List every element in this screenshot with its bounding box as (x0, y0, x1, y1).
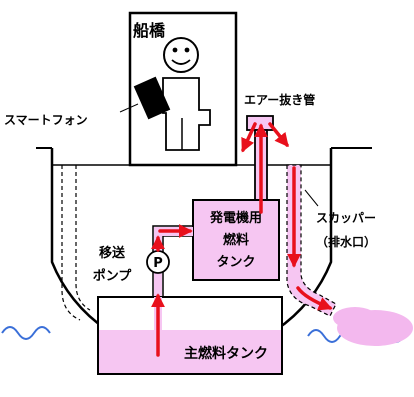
main-fuel-tank-fill (99, 330, 281, 373)
smartphone-icon (133, 76, 171, 120)
scupper-label-1: スカッパー (316, 211, 376, 225)
transfer-pump-label-1: 移送 (99, 245, 126, 261)
pump-symbol: P (153, 256, 163, 271)
smiley-person-icon (162, 37, 211, 151)
air-vent-label: エアー抜き管 (244, 92, 315, 107)
right-scupper-pipe (286, 164, 337, 317)
flow-vent-right (268, 122, 289, 148)
main-tank-label: 主燃料タンク (184, 345, 268, 362)
spilled-fuel-2 (333, 307, 377, 329)
bridge-label: 船橋 (133, 21, 166, 40)
flow-vent-left (241, 122, 257, 153)
left-scupper-pipe (61, 165, 91, 321)
fuel-flow-arrows (151, 122, 333, 357)
generator-tank-label-3: タンク (216, 255, 255, 270)
smartphone-label: スマートフォン (4, 113, 88, 127)
scupper-pointer (304, 189, 319, 207)
left-wave (1, 326, 51, 340)
scupper-label-2: （排水口） (316, 234, 376, 249)
smartphone-pointer (119, 103, 139, 113)
transfer-pump-label-2: ポンプ (93, 268, 133, 284)
generator-tank-label-2: 燃料 (223, 232, 249, 248)
generator-fuel-tank (192, 199, 280, 281)
generator-tank-label-1: 発電機用 (209, 210, 262, 226)
flow-out-scupper (296, 286, 333, 311)
